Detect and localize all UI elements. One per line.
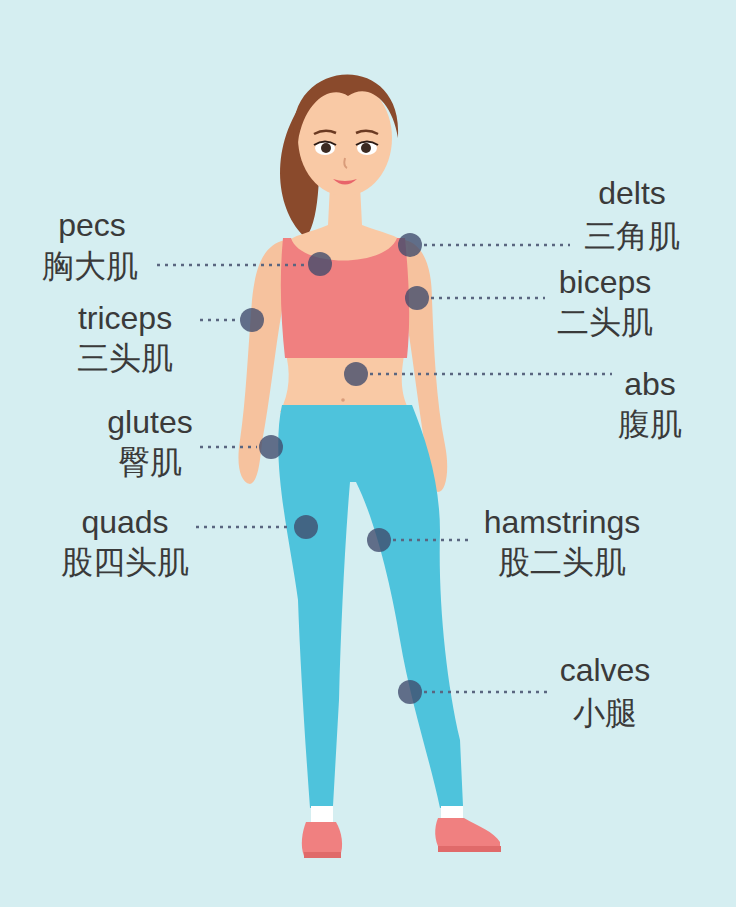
muscle-name: 股二头肌	[498, 544, 626, 581]
muscle-name: biceps	[559, 264, 652, 301]
muscle-name: triceps	[78, 300, 172, 337]
muscle-name: quads	[81, 504, 168, 541]
muscle-name: glutes	[107, 404, 192, 441]
muscle-name: 三头肌	[77, 340, 173, 377]
muscle-name: abs	[624, 366, 676, 403]
muscle-name: calves	[560, 652, 651, 689]
muscle-name: 小腿	[573, 695, 637, 732]
muscle-name: 胸大肌	[42, 248, 138, 285]
muscle-name: 三角肌	[584, 218, 680, 255]
muscle-name: delts	[598, 175, 666, 212]
muscle-name: hamstrings	[484, 504, 641, 541]
muscle-name: 腹肌	[618, 406, 682, 443]
muscle-name: pecs	[58, 207, 126, 244]
muscle-name: 股四头肌	[61, 544, 189, 581]
muscle-name: 二头肌	[557, 304, 653, 341]
muscle-name: 臀肌	[118, 444, 182, 481]
